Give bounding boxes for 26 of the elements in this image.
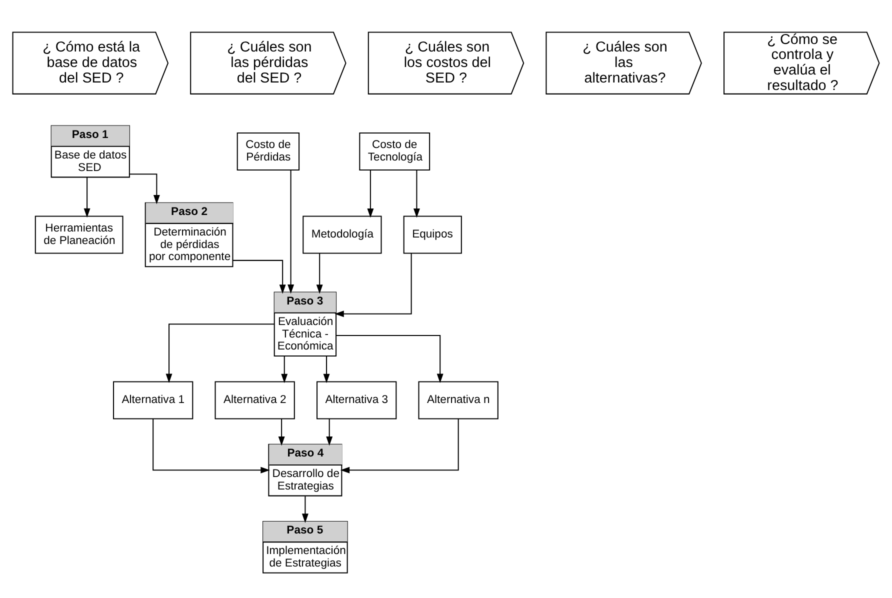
arrow: [316, 252, 323, 294]
node-box: Alternativa n: [418, 380, 498, 419]
arrow: [152, 418, 270, 473]
arrow: [302, 496, 308, 522]
node-box: Herramientas de Planeación: [34, 215, 124, 254]
node-box: Equipos: [403, 215, 462, 254]
arrow: [323, 356, 330, 383]
node-box: Alternativa 1: [113, 380, 194, 419]
arrow: [278, 418, 285, 446]
arrow: [340, 418, 459, 473]
arrow: [166, 323, 274, 382]
arrow: [232, 259, 286, 294]
node-box: Costo de Pérdidas: [236, 132, 300, 170]
node-box: Alternativa 2: [214, 380, 295, 419]
arrow: [336, 334, 444, 383]
node-box: Costo de Tecnología: [359, 132, 430, 170]
arrow: [326, 418, 333, 446]
node-box: Metodología: [302, 215, 382, 254]
arrow: [130, 173, 160, 204]
arrow: [84, 176, 90, 218]
node-box: Alternativa 3: [316, 380, 397, 419]
arrow: [281, 356, 288, 383]
arrow: [367, 170, 374, 218]
arrow: [334, 253, 412, 317]
arrow: [413, 170, 420, 218]
arrow: [288, 170, 294, 294]
